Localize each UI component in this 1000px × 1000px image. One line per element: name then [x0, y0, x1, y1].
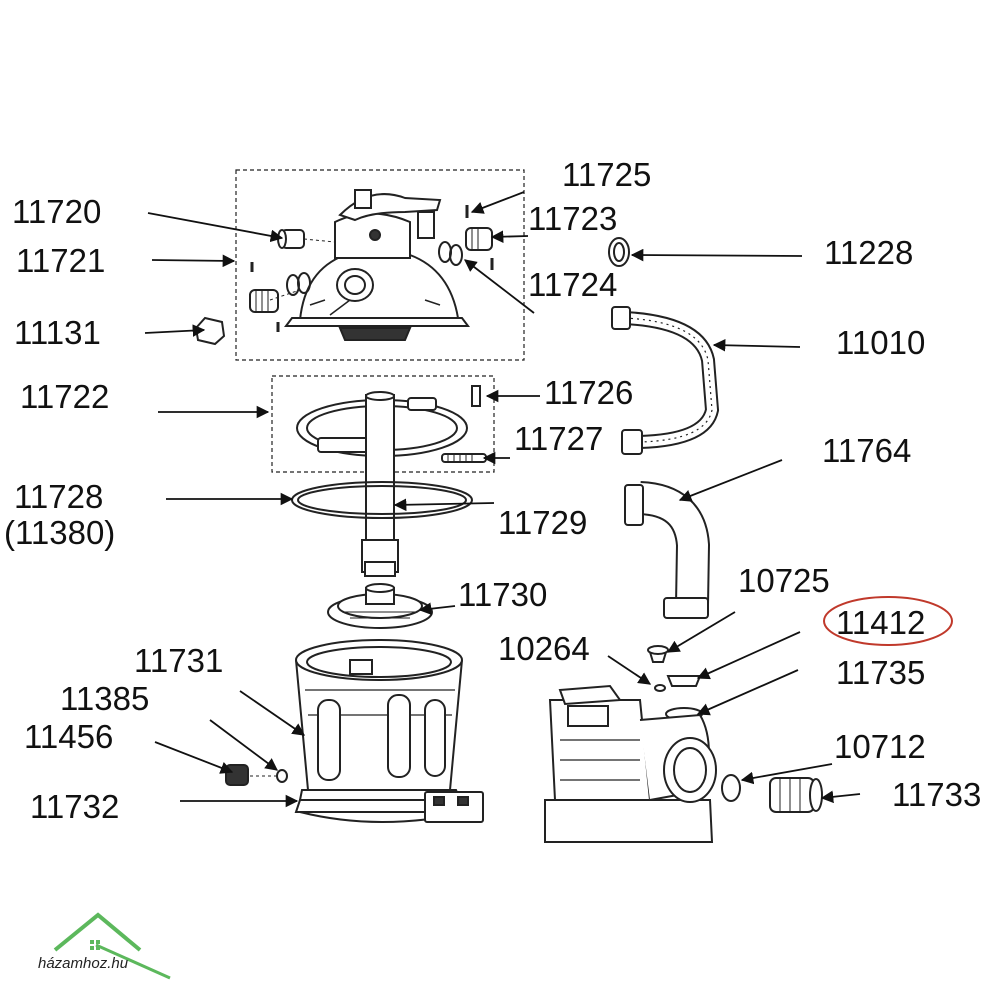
label-11228: 11228	[824, 234, 914, 271]
logo-house-icon	[53, 912, 171, 980]
label-11729: 11729	[498, 504, 588, 541]
valve-assembly	[194, 169, 525, 361]
label-11728: 11728	[14, 478, 104, 515]
label-11730: 11730	[458, 576, 548, 613]
label-11732: 11732	[30, 788, 120, 825]
label-11720: 11720	[12, 193, 102, 230]
label-11727: 11727	[514, 420, 604, 457]
label-11456: 11456	[24, 718, 114, 755]
label-11733: 11733	[892, 776, 982, 813]
highlight-ellipse	[823, 596, 953, 646]
label-11725: 11725	[562, 156, 652, 193]
pump-assembly	[544, 645, 823, 843]
label-10264: 10264	[498, 630, 590, 667]
leader-lines	[144, 191, 861, 808]
label-11723: 11723	[528, 200, 618, 237]
label-10712: 10712	[834, 728, 926, 765]
label-11722: 11722	[20, 378, 110, 415]
label-11380: (11380)	[4, 514, 116, 551]
hoses	[608, 237, 720, 619]
valve-group-box	[235, 169, 525, 361]
label-11010: 11010	[836, 324, 926, 361]
label-11735: 11735	[836, 654, 926, 691]
label-11724: 11724	[528, 266, 618, 303]
filter-tank	[225, 639, 484, 823]
label-11726: 11726	[544, 374, 634, 411]
label-11385: 11385	[60, 680, 150, 717]
label-11721: 11721	[16, 242, 106, 279]
label-11131: 11131	[14, 314, 101, 351]
label-11731: 11731	[134, 642, 224, 679]
logo-text: házamhoz.hu	[38, 955, 129, 972]
label-11412: 11412	[836, 604, 926, 641]
label-11764: 11764	[822, 432, 912, 469]
center-pipe	[291, 391, 473, 629]
label-10725: 10725	[738, 562, 830, 599]
